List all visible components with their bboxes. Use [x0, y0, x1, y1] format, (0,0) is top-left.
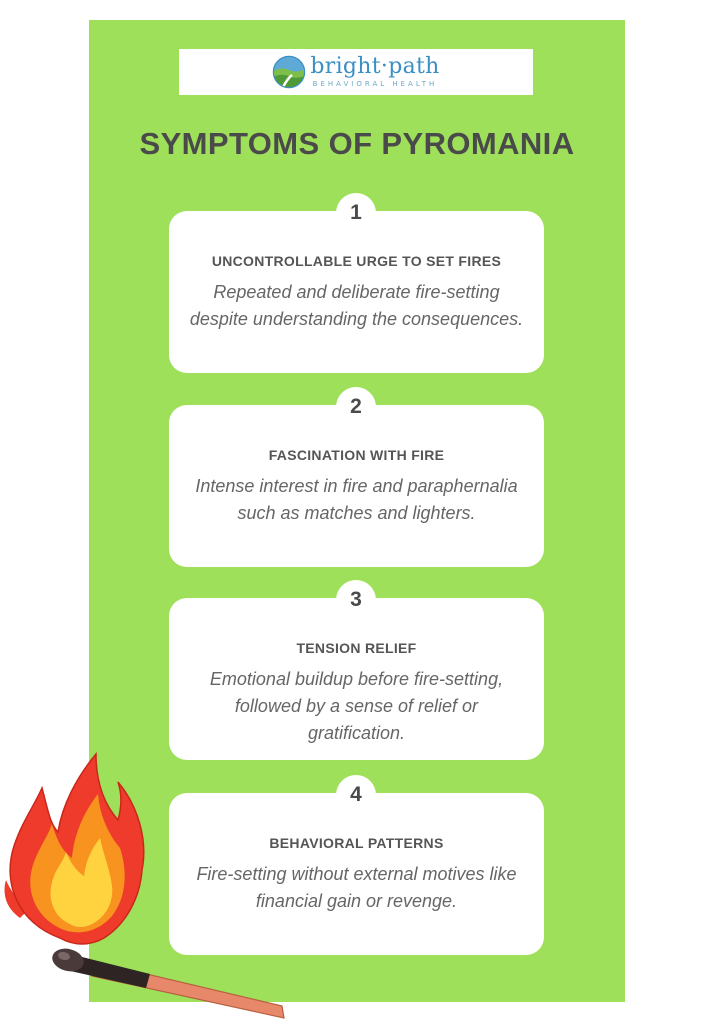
symptom-description: Repeated and deliberate fire-setting des… — [189, 282, 524, 329]
logo: bright·path BEHAVIORAL HEALTH — [272, 55, 439, 89]
symptom-description: Fire-setting without external motives li… — [196, 864, 517, 911]
logo-name: bright·path — [310, 54, 440, 79]
symptom-description: Emotional buildup before fire-setting, f… — [209, 669, 504, 743]
symptom-heading: TENSION RELIEF — [296, 640, 417, 656]
symptom-card-3: TENSION RELIEF Emotional buildup before … — [169, 598, 544, 760]
step-badge-3: 3 — [336, 580, 376, 620]
symptom-card-2: FASCINATION WITH FIRE Intense interest i… — [169, 405, 544, 567]
symptom-heading: FASCINATION WITH FIRE — [268, 447, 445, 463]
logo-subtitle: BEHAVIORAL HEALTH — [312, 80, 438, 88]
burning-match-icon — [4, 751, 285, 1019]
symptom-heading: UNCONTROLLABLE URGE TO SET FIRES — [211, 253, 502, 269]
symptom-card-4: BEHAVIORAL PATTERNS Fire-setting without… — [169, 793, 544, 955]
symptom-card-1: UNCONTROLLABLE URGE TO SET FIRES Repeate… — [169, 211, 544, 373]
logo-bar: bright·path BEHAVIORAL HEALTH — [179, 49, 533, 95]
symptom-description: Intense interest in fire and paraphernal… — [195, 476, 518, 523]
step-badge-2: 2 — [336, 387, 376, 427]
symptom-heading: BEHAVIORAL PATTERNS — [269, 835, 444, 851]
step-badge-4: 4 — [336, 775, 376, 815]
brightpath-logo-icon — [273, 55, 306, 89]
page-title: SYMPTOMS OF PYROMANIA — [139, 126, 575, 161]
step-badge-1: 1 — [336, 193, 376, 233]
